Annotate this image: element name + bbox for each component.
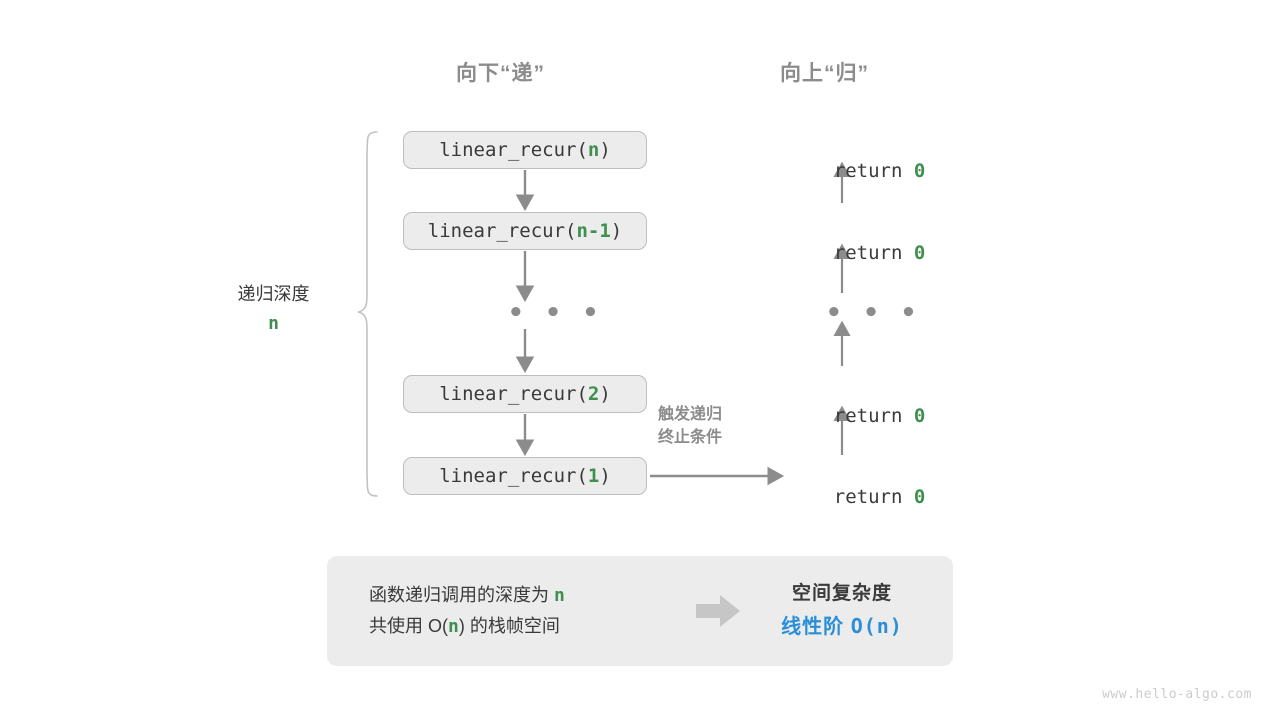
return-label: return 0 (788, 464, 926, 530)
call-text-prefix: linear_recur( (439, 383, 588, 405)
termination-condition-note: 触发递归 终止条件 (658, 404, 778, 449)
ellipsis-right: • • • (826, 298, 920, 328)
return-keyword: return (833, 242, 914, 264)
call-box[interactable]: linear_recur(n-1) (403, 212, 647, 250)
call-arg: 1 (587, 465, 600, 487)
termination-note-line2: 终止条件 (658, 428, 723, 446)
call-box[interactable]: linear_recur(2) (403, 375, 647, 413)
recursion-depth-value: n (268, 313, 279, 335)
return-keyword: return (833, 160, 914, 182)
summary-panel: 函数递归调用的深度为 n 共使用 O(n) 的栈帧空间 空间复杂度 线性阶 O(… (327, 556, 953, 666)
call-arg: 2 (587, 383, 600, 405)
return-label: return 0 (788, 138, 926, 204)
call-box[interactable]: linear_recur(1) (403, 457, 647, 495)
recursion-depth-label: 递归深度 (237, 284, 310, 304)
return-value: 0 (913, 405, 926, 427)
summary-line-1-var: n (554, 584, 565, 606)
call-text-suffix: ) (610, 220, 623, 242)
summary-line-1: 函数递归调用的深度为 n (369, 580, 687, 612)
summary-line-2-text-b: ) 的栈帧空间 (458, 616, 560, 636)
call-text-prefix: linear_recur( (439, 139, 588, 161)
call-box[interactable]: linear_recur(n) (403, 131, 647, 169)
call-text-prefix: linear_recur( (439, 465, 588, 487)
return-keyword: return (833, 405, 914, 427)
column-header-recurse-down: 向下“递” (456, 62, 545, 85)
complexity-order-notation: O(n) (850, 613, 903, 638)
call-text-prefix: linear_recur( (427, 220, 577, 242)
summary-line-2: 共使用 O(n) 的栈帧空间 (369, 611, 687, 643)
summary-line-2-var: n (448, 616, 459, 637)
return-value: 0 (913, 160, 926, 182)
return-label: return 0 (788, 220, 926, 286)
return-label: return 0 (788, 383, 926, 449)
column-header-return-up: 向上“归” (780, 62, 869, 85)
site-watermark: www.hello-algo.com (1102, 687, 1252, 702)
termination-note-line1: 触发递归 (658, 406, 723, 423)
call-arg: n (587, 139, 600, 161)
recursion-depth-annotation: 递归深度 n (196, 281, 351, 337)
right-arrow-icon (696, 595, 740, 627)
call-arg: n-1 (576, 220, 611, 242)
ellipsis-left: • • • (508, 298, 602, 328)
summary-description: 函数递归调用的深度为 n 共使用 O(n) 的栈帧空间 (327, 580, 687, 643)
complexity-order-text: 线性阶 (781, 615, 851, 638)
summary-conclusion: 空间复杂度 线性阶 O(n) (749, 579, 953, 642)
return-value: 0 (913, 486, 926, 508)
call-text-suffix: ) (599, 139, 611, 161)
space-complexity-result: 线性阶 O(n) (749, 611, 935, 643)
call-text-suffix: ) (599, 465, 611, 487)
space-complexity-title: 空间复杂度 (791, 583, 892, 605)
summary-arrow-container (687, 595, 749, 627)
summary-line-1-text: 函数递归调用的深度为 (369, 584, 554, 605)
call-text-suffix: ) (599, 383, 611, 405)
return-keyword: return (833, 486, 914, 508)
return-value: 0 (913, 242, 926, 264)
summary-line-2-text-a: 共使用 O( (369, 616, 448, 636)
depth-brace-icon (356, 131, 378, 497)
